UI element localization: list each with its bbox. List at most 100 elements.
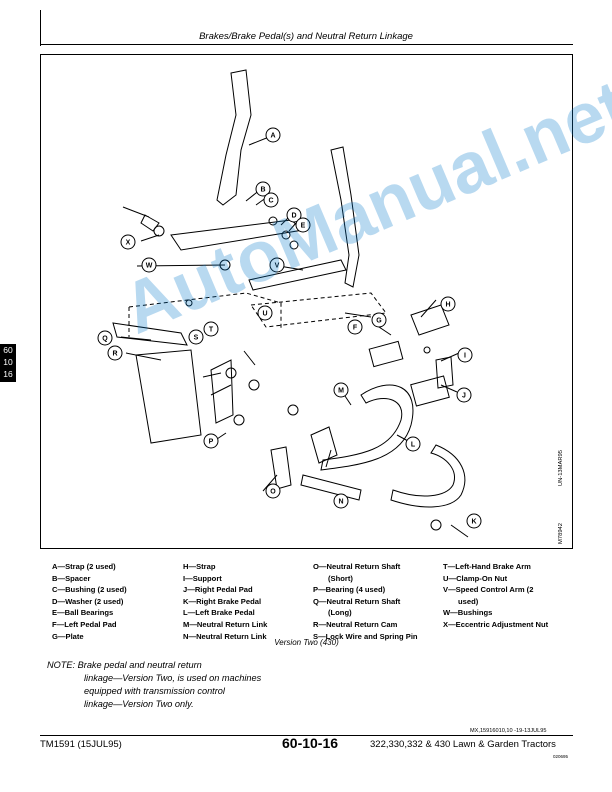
callout-f: F [347,319,363,335]
callout-x: X [120,234,136,250]
callout-circle [188,329,204,345]
legend-column-2: H—Strap I—Support J—Right Pedal Pad K—Ri… [183,561,267,642]
callout-label: N [338,499,343,506]
figure-side-code: M78942 [558,523,564,544]
callout-label: L [411,442,416,449]
figure-side-code: UN-13MAR95 [558,450,564,487]
callout-w: W [141,257,157,273]
callout-v: V [269,257,285,273]
section-tab-line: 60 [3,345,13,355]
legend-item: I—Support [183,573,222,583]
callout-label: J [462,393,466,400]
pedal-pad-drawing [368,340,404,368]
brake-arm-drawing [270,446,292,490]
callout-m: M [333,382,349,398]
legend-item: X—Eccentric Adjustment Nut [443,619,549,629]
callout-e: E [295,217,311,233]
callout-circle [466,513,482,529]
legend-column-3: O—Neutral Return Shaft (Short) P—Bearing… [313,561,418,642]
callout-label: B [260,187,265,194]
callout-circle [141,257,157,273]
callout-circle [333,493,349,509]
legend-item: W—Bushings [443,608,493,618]
legend-item: used) [458,596,479,606]
cam-drawing [135,349,202,444]
callout-j: J [456,387,472,403]
support-outline [250,292,387,328]
callout-p: P [203,433,219,449]
legend-item: B—Spacer [52,573,91,583]
callout-circle [456,387,472,403]
note-line: linkage—Version Two, is used on machines [84,673,262,683]
callout-circle [97,330,113,346]
callout-g: G [371,312,387,328]
callout-label: I [464,353,466,360]
callout-circle [405,436,421,452]
header-rule [40,44,573,45]
reference-code: MX,15916010,10 -19-13JUL95 [470,728,547,734]
legend-item: S—Lock Wire and Spring Pin [313,631,418,641]
note-line: NOTE: Brake pedal and neutral return [47,660,202,670]
washer-drawing [289,240,299,250]
callout-t: T [203,321,219,337]
legend-item: Q—Neutral Return Shaft [313,596,401,606]
callout-label: T [209,327,214,334]
legend-item: K—Right Brake Pedal [183,596,262,606]
page-header-title: Brakes/Brake Pedal(s) and Neutral Return… [199,31,413,42]
bushing-drawing [268,216,278,226]
brake-pedal-drawing [320,384,414,471]
legend-item: D—Washer (2 used) [52,596,124,606]
strap-drawing [216,69,252,206]
callout-circle [286,207,302,223]
shaft-drawing [112,322,188,346]
legend-item: N—Neutral Return Link [183,631,267,641]
washer-drawing [281,230,291,240]
washer-drawing [153,225,165,237]
callout-label: E [301,223,306,230]
legend-item: F—Left Pedal Pad [52,619,117,629]
legend-item: H—Strap [183,562,216,571]
legend-item: (Long) [328,608,352,618]
bearing-drawing [430,519,442,531]
legend-item: M—Neutral Return Link [183,619,268,629]
callout-d: D [286,207,302,223]
support-drawing [435,356,454,389]
legend-item: E—Ball Bearings [52,608,114,618]
callout-label: X [126,240,131,247]
left-rule [40,10,41,46]
strap-drawing [410,304,450,336]
callout-i: I [457,347,473,363]
legend-item: G—Plate [52,631,84,641]
legend-item: A—Strap (2 used) [52,562,116,571]
callout-label: A [270,133,275,140]
footer-page-number: 60-10-16 [282,735,339,751]
callout-label: U [262,311,267,318]
callout-label: K [471,519,476,526]
callout-circle [203,321,219,337]
note-line: linkage—Version Two only. [84,699,194,709]
reference-date-code: 020695 [553,754,569,759]
callout-circle [440,296,456,312]
legend-item: R—Neutral Return Cam [313,619,398,629]
callout-b: B [255,181,271,197]
callout-u: U [257,305,273,321]
callout-circle [257,305,273,321]
bearing-drawing [287,404,299,416]
legend-item: P—Bearing (4 used) [313,585,386,595]
strap-drawing [330,146,360,288]
legend-item: (Short) [328,573,353,583]
callout-k: K [466,513,482,529]
callout-a: A [265,127,281,143]
callout-label: M [338,388,344,395]
bearing-drawing [225,367,237,379]
footer-model-list: 322,330,332 & 430 Lawn & Garden Tractors [370,739,556,750]
callout-h: H [440,296,456,312]
section-tab-line: 16 [3,369,13,379]
callout-circle [120,234,136,250]
callout-label: G [376,318,382,325]
callout-circle [347,319,363,335]
callout-label: O [270,489,276,496]
callout-circle [203,433,219,449]
figure-caption: Version Two (430) [274,638,339,647]
